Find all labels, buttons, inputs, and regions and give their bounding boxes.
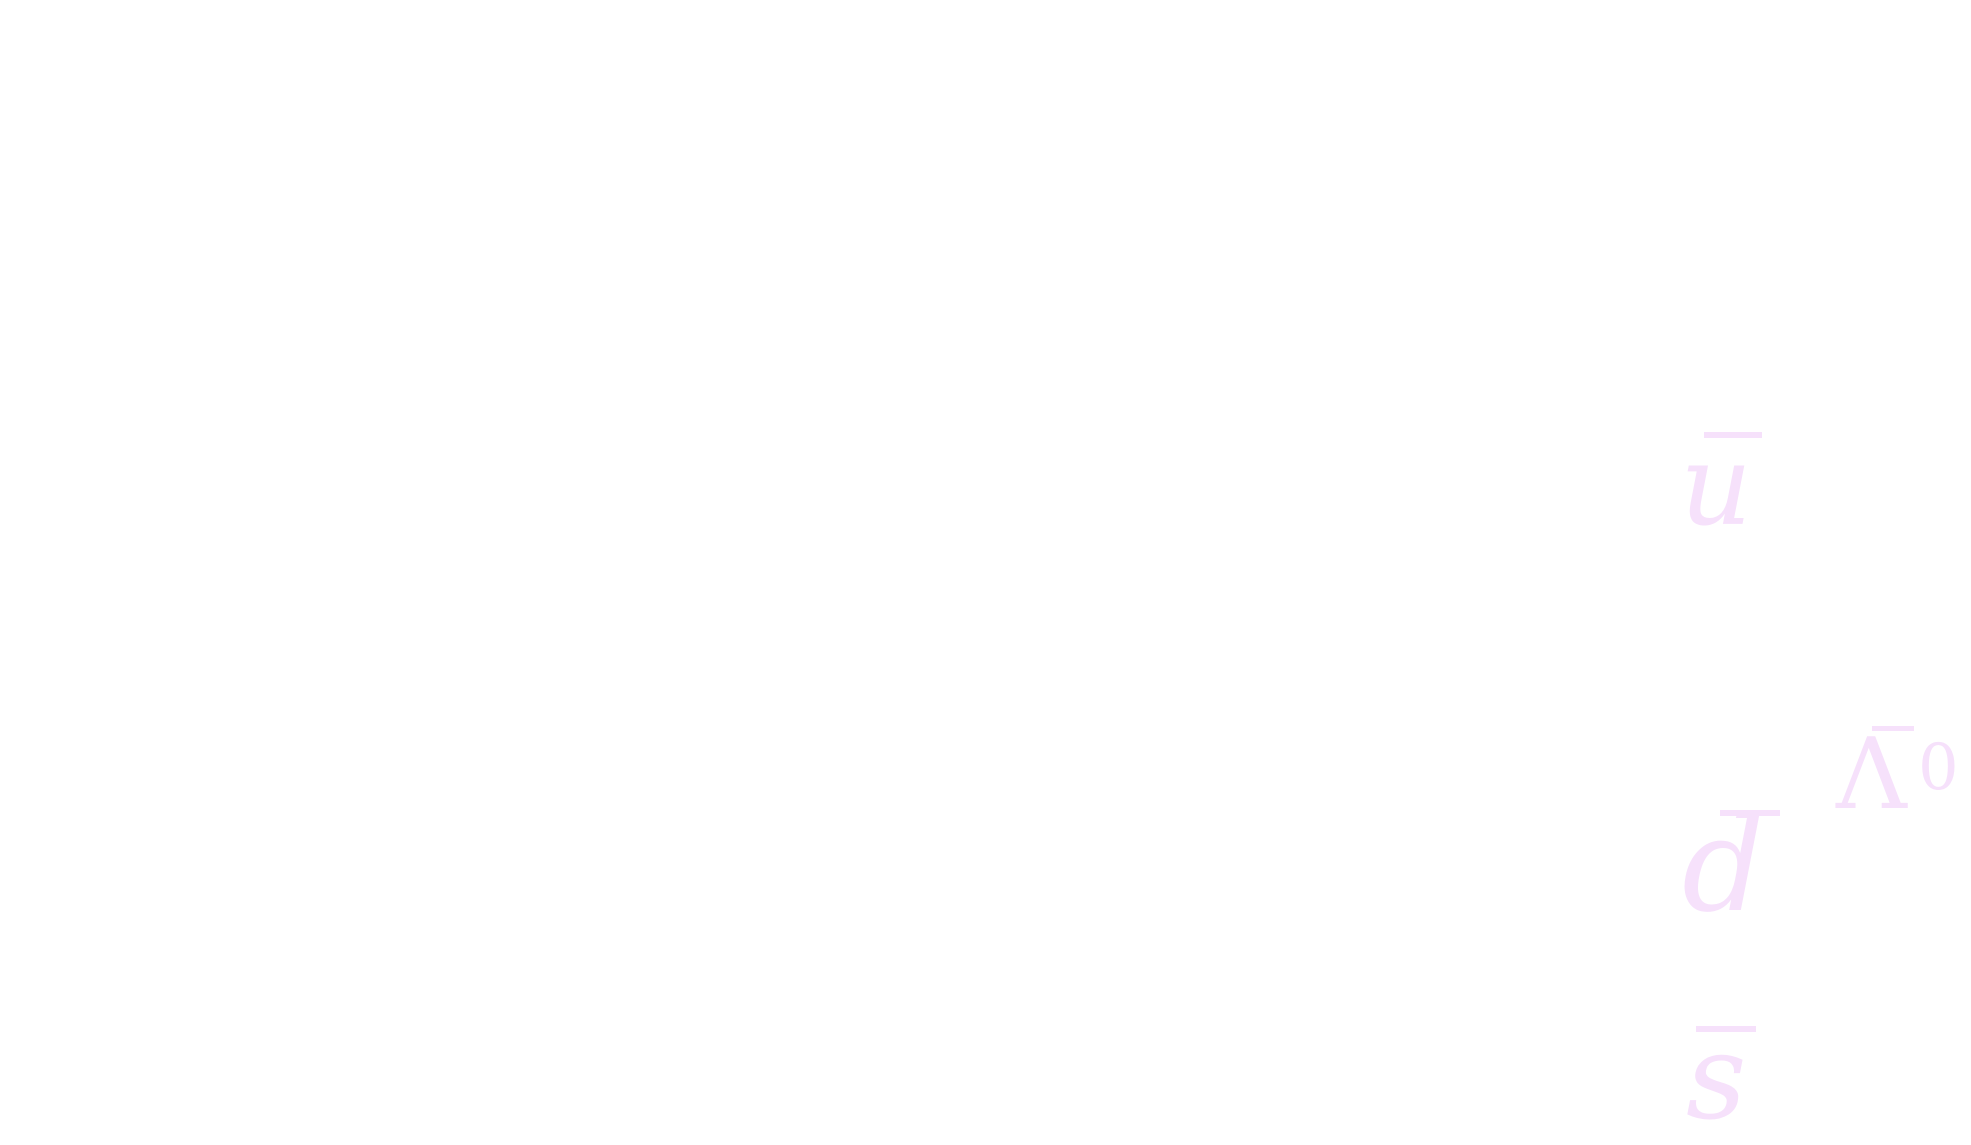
antilambda-label: Λ 0 xyxy=(1836,718,1959,832)
quark-symbol: u xyxy=(1680,421,1753,551)
antiparticle-bar xyxy=(1696,1026,1756,1032)
hadron-symbol: Λ xyxy=(1836,718,1907,832)
antiquark-u-label: u xyxy=(1680,421,1762,551)
quark-symbol: s xyxy=(1686,1008,1747,1145)
antiparticle-bar xyxy=(1704,432,1762,438)
hadron-charge-superscript: 0 xyxy=(1918,731,1959,805)
antiquark-d-label: d xyxy=(1682,789,1780,941)
antiparticle-bar xyxy=(1720,810,1780,816)
antiquark-s-label: s xyxy=(1686,1008,1756,1145)
antiparticle-bar xyxy=(1872,726,1914,731)
quark-symbol: d xyxy=(1682,789,1766,941)
